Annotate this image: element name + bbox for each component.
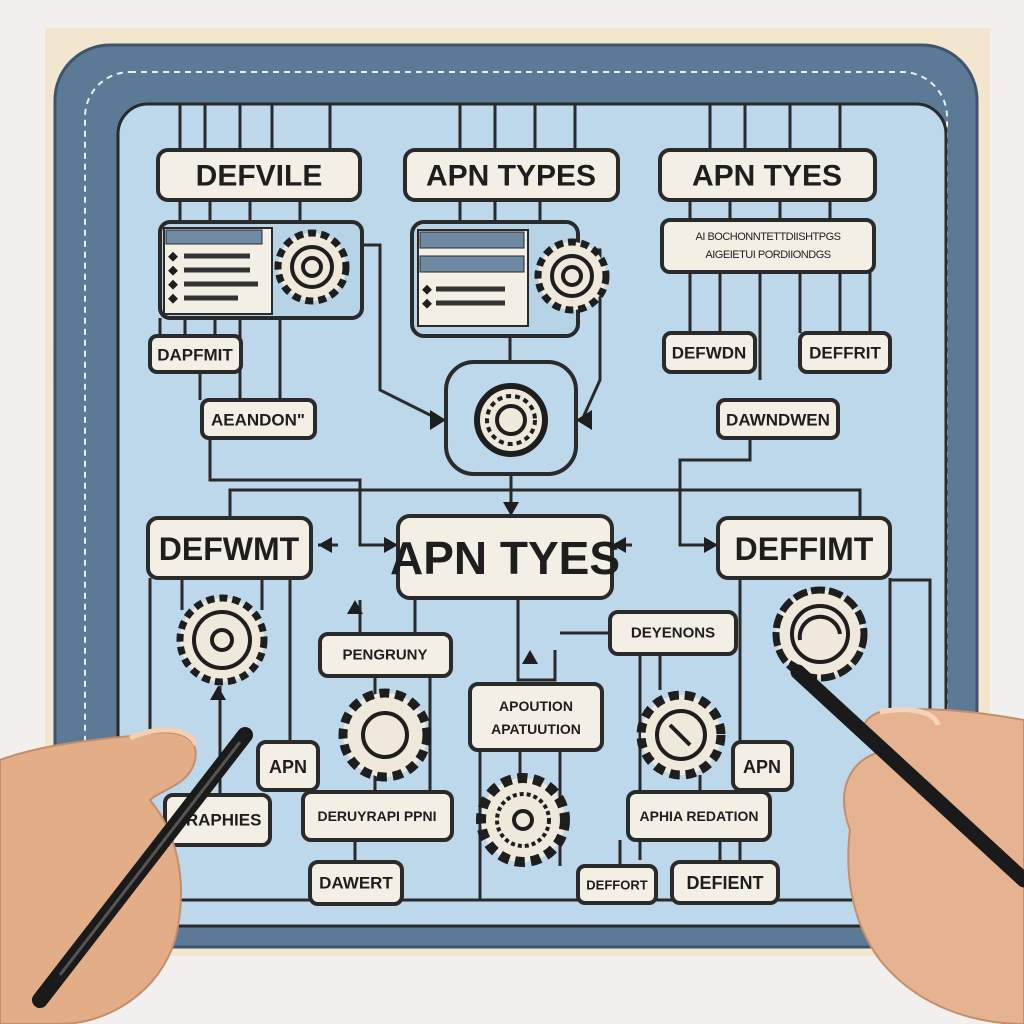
box-apn-right xyxy=(731,740,794,792)
box-pengruny xyxy=(318,632,453,678)
list-header-left xyxy=(165,229,263,245)
box-apn-types xyxy=(403,148,620,202)
label-defient: DEFIENT xyxy=(686,873,763,893)
label-apn-left: APN xyxy=(269,757,307,777)
box-deffrit xyxy=(798,331,892,374)
title-apn-tyes-center: APN TYES xyxy=(390,532,620,584)
box-defvile xyxy=(156,148,362,202)
gear-icon xyxy=(772,586,868,682)
label-dawert: DAWERT xyxy=(319,874,393,893)
label-aphia: APHIA REDATION xyxy=(640,808,759,824)
gear-icon xyxy=(176,594,268,686)
right-hand xyxy=(843,707,1024,1024)
gear-icon xyxy=(474,383,548,457)
label-deyenons: DEYENONS xyxy=(631,625,715,642)
list-bullet-icon xyxy=(168,251,178,304)
box-defwmt xyxy=(146,516,313,580)
label-apoution-2: APATUUTION xyxy=(491,721,581,737)
gear-icon xyxy=(274,229,350,305)
gear-icon xyxy=(476,773,570,867)
box-dawndwen xyxy=(716,398,840,440)
title-defvile: DEFVILE xyxy=(196,160,323,193)
box-dapfmit xyxy=(148,334,243,374)
arrow-icon xyxy=(210,410,718,700)
note-line-1: AI BOCHONNTETTDIISHTPGS xyxy=(696,231,841,243)
gear-icon xyxy=(636,690,726,780)
box-dawert xyxy=(308,860,404,906)
label-eraphies: ERAPHIES xyxy=(175,811,262,830)
gear-icon xyxy=(534,238,610,314)
label-deffrit: DEFFRIT xyxy=(809,344,881,363)
box-deffort xyxy=(576,864,658,905)
box-aeandon xyxy=(200,398,317,440)
title-apn-types: APN TYPES xyxy=(426,160,596,193)
pen-icon xyxy=(788,660,1024,888)
label-aeandon: AEANDON" xyxy=(211,411,305,430)
label-dapfmit: DAPFMIT xyxy=(157,346,233,365)
list-bullet-icon xyxy=(422,284,432,309)
box-defwdn xyxy=(662,331,757,374)
label-deruyrapi: DERUYRAPI PPNI xyxy=(317,808,436,824)
box-apoution xyxy=(468,682,604,752)
box-apn-tyes-center xyxy=(396,514,614,600)
label-apn-right: APN xyxy=(743,757,781,777)
box-aphia xyxy=(626,790,772,842)
label-apoution-1: APOUTION xyxy=(499,698,573,714)
note-line-2: AIGEIETUI PORDIIONDGS xyxy=(705,249,830,261)
list-header-center-1 xyxy=(419,231,525,249)
label-deffort: DEFFORT xyxy=(586,878,647,893)
box-deruyrapi xyxy=(301,790,454,842)
title-apn-tyes: APN TYES xyxy=(692,160,842,193)
box-deffimt xyxy=(716,516,892,580)
box-defient xyxy=(670,860,780,905)
list-header-center-2 xyxy=(419,255,525,273)
left-hand xyxy=(0,727,199,1024)
label-pengruny: PENGRUNY xyxy=(342,647,427,664)
gear-icon xyxy=(338,688,432,782)
label-defwdn: DEFWDN xyxy=(672,344,747,363)
label-dawndwen: DAWNDWEN xyxy=(726,411,830,430)
box-apn-left xyxy=(256,740,320,792)
box-right-note xyxy=(660,218,876,274)
title-defwmt: DEFWMT xyxy=(159,531,300,567)
pen-icon xyxy=(32,727,253,1008)
title-deffimt: DEFFIMT xyxy=(735,531,874,567)
hub-box xyxy=(444,360,578,476)
box-deyenons xyxy=(608,610,738,656)
box-apn-tyes xyxy=(658,148,877,202)
